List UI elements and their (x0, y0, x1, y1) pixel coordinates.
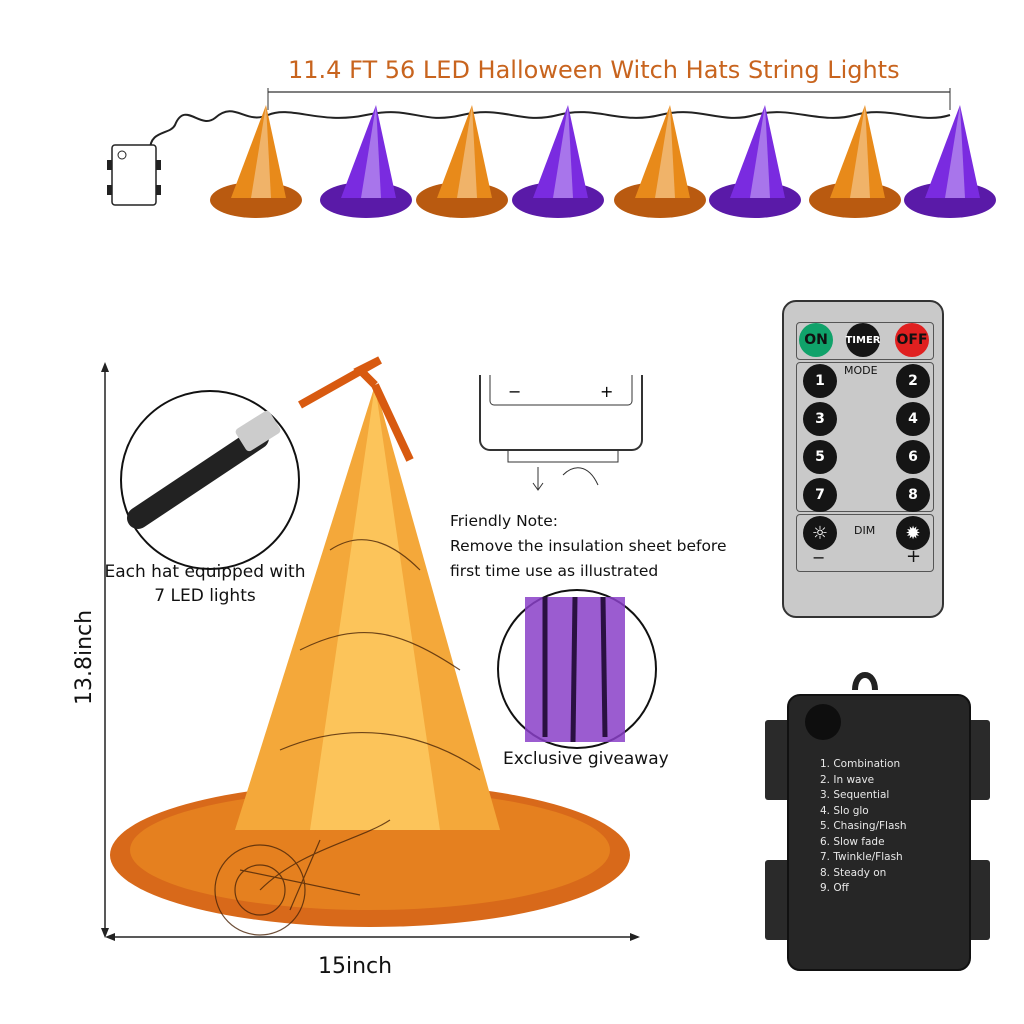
battery-mode-item: 3. Sequential (820, 789, 890, 801)
battery-mode-item: 8. Steady on (820, 866, 887, 879)
remote-timer-button[interactable]: TIMER (845, 323, 881, 357)
string-hat-orange (809, 105, 901, 218)
remote-mode-7[interactable]: 7 (803, 478, 837, 512)
product-title: 11.4 FT 56 LED Halloween Witch Hats Stri… (288, 56, 900, 84)
battery-mode-item: 2. In wave (820, 773, 875, 786)
remote-mode-1[interactable]: 1 (803, 364, 837, 398)
remote-mode-6[interactable]: 6 (896, 440, 930, 474)
remote-mode-2[interactable]: 2 (896, 364, 930, 398)
remote-mode-8[interactable]: 8 (896, 478, 930, 512)
hat-ribbon (298, 356, 414, 462)
dim-down-sun-icon[interactable]: ☼ (803, 516, 837, 550)
note-line-2: first time use as illustrated (450, 562, 659, 580)
wire (149, 110, 951, 151)
giveaway-label: Exclusive giveaway (503, 749, 669, 769)
remote-mode-3[interactable]: 3 (803, 402, 837, 436)
battery-mode-item: 6. Slow fade (820, 835, 885, 848)
remote-minus-label: − (812, 548, 826, 567)
string-hat-purple (512, 105, 604, 218)
battery-mode-item: 4. Slo glo (820, 804, 869, 817)
battery-mode-item: 1. Combination (820, 758, 901, 770)
remote-on-button[interactable]: ON (799, 323, 833, 357)
remote-control: ON TIMER OFF MODE 1 2 3 4 5 6 7 8 ☼ ✹ DI… (782, 300, 944, 618)
svg-text:−: − (508, 382, 521, 401)
battery-mode-item: 5. Chasing/Flash (820, 820, 907, 832)
remote-mode-label: MODE (844, 364, 878, 377)
large-hat-illustration (101, 356, 640, 941)
remote-mode-4[interactable]: 4 (896, 402, 930, 436)
battery-mode-list: 1. Combination 2. In wave 3. Sequential 4. … (820, 757, 907, 897)
insulation-sheet-illustration: −+ (479, 375, 643, 491)
string-hat-purple (709, 105, 801, 218)
string-hat-orange (416, 105, 508, 218)
battery-box (765, 672, 990, 971)
remote-mode-5[interactable]: 5 (803, 440, 837, 474)
string-hat-orange (614, 105, 706, 218)
note-heading: Friendly Note: (450, 512, 558, 530)
led-callout-text: Each hat equipped with 7 LED lights (104, 562, 306, 606)
string-hat-orange (210, 105, 302, 218)
string-lights-illustration (107, 88, 996, 218)
battery-mode-item: 7. Twinkle/Flash (820, 851, 903, 863)
tinsel-giveaway-image (497, 589, 657, 749)
battery-mode-item: 9. Off (820, 882, 849, 894)
battery-switch-button (805, 704, 841, 740)
note-line-1: Remove the insulation sheet before (450, 537, 727, 555)
led-closeup (120, 390, 300, 570)
remote-plus-label: + (906, 546, 922, 567)
remote-off-button[interactable]: OFF (895, 323, 929, 357)
svg-text:+: + (600, 382, 613, 401)
string-hat-purple (320, 105, 412, 218)
string-hat-purple (904, 105, 996, 218)
width-label: 15inch (318, 954, 393, 979)
height-label: 13.8inch (72, 609, 97, 705)
remote-dim-label: DIM (854, 524, 876, 537)
dim-up-sun-icon[interactable]: ✹ (896, 516, 930, 550)
battery-box-small (107, 144, 161, 206)
